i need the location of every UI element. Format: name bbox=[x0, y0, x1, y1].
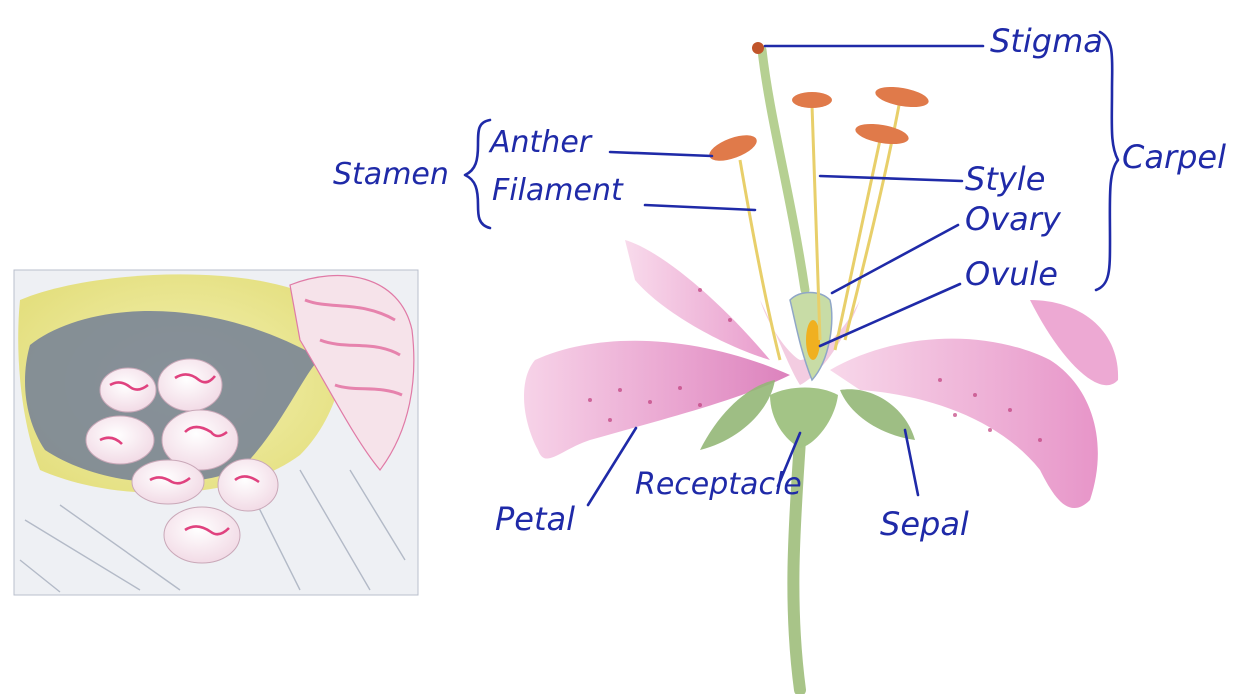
label-ovary: Ovary bbox=[965, 200, 1062, 238]
sepal-right bbox=[840, 389, 915, 440]
anther-shape bbox=[706, 130, 760, 166]
label-stigma: Stigma bbox=[990, 22, 1103, 60]
label-petal: Petal bbox=[495, 500, 575, 538]
label-filament: Filament bbox=[492, 173, 624, 208]
anther-shape bbox=[874, 83, 930, 110]
carpel-brace bbox=[1096, 32, 1118, 290]
label-anther: Anther bbox=[488, 125, 593, 160]
anther-shape bbox=[854, 120, 910, 147]
label-style: Style bbox=[965, 160, 1045, 198]
ovary-cross-section-sketch bbox=[14, 270, 418, 595]
receptacle-shape bbox=[770, 388, 838, 449]
label-receptacle: Receptacle bbox=[635, 467, 802, 502]
stamen-brace bbox=[465, 120, 490, 228]
stigma-shape bbox=[752, 42, 764, 54]
label-stamen: Stamen bbox=[333, 157, 449, 192]
label-sepal: Sepal bbox=[880, 505, 969, 543]
label-ovule: Ovule bbox=[965, 255, 1058, 293]
anther-shape bbox=[792, 92, 832, 108]
lily-flower-drawing bbox=[524, 42, 1118, 690]
ovule-shape bbox=[806, 320, 820, 360]
label-carpel: Carpel bbox=[1122, 138, 1226, 176]
